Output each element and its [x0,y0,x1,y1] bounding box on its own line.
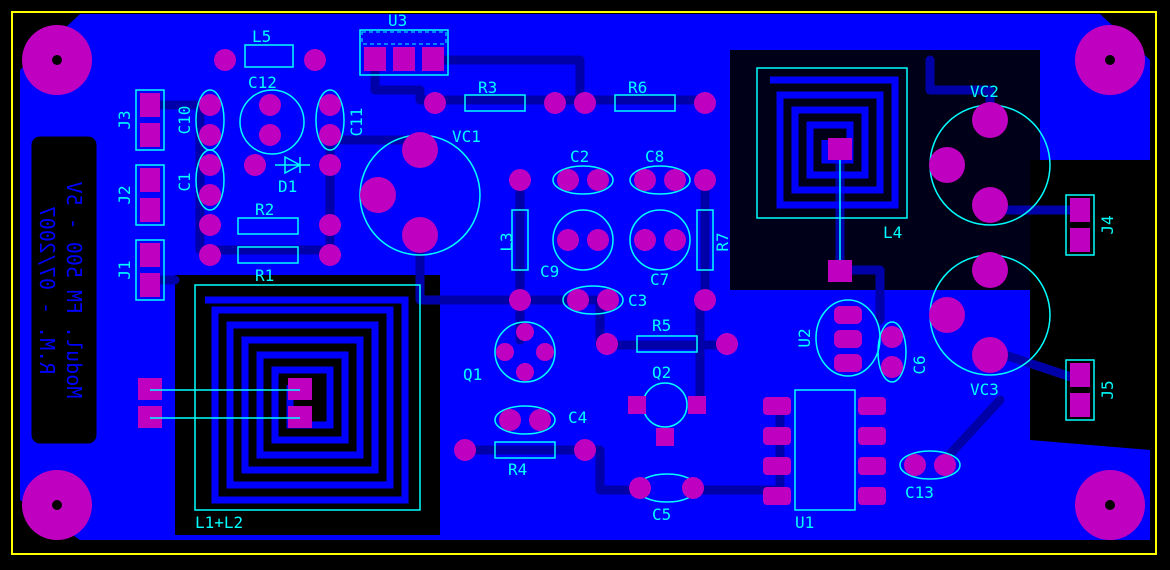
label-c13: C13 [905,483,934,502]
label-r5: R5 [652,316,671,335]
semiconductors [244,154,886,511]
label-c12: C12 [248,73,277,92]
label-r7: R7 [713,232,732,251]
resistors [199,44,738,461]
label-u2: U2 [795,328,814,347]
note-line-1: Modul. FM 500 - 5V [62,182,86,399]
component-labels: L5 U3 C12 R3 R6 VC1 VC2 C2 C8 D1 R2 R1 C… [115,11,1117,532]
mounting-holes [22,25,1145,540]
label-vc2: VC2 [970,82,999,101]
label-r1: R1 [255,266,274,285]
label-r2: R2 [255,200,274,219]
label-c1: C1 [175,172,194,191]
label-j4: J4 [1098,215,1117,234]
coil-l1-l2 [138,284,421,511]
trimmers [359,102,1051,376]
label-c5: C5 [652,505,671,524]
coil-l4 [756,67,908,282]
label-u3: U3 [388,11,407,30]
label-c10: C10 [175,106,194,135]
label-j2: J2 [115,185,134,204]
label-c3: C3 [628,291,647,310]
note-box [28,133,100,447]
label-j3: J3 [115,110,134,129]
label-vc1: VC1 [452,127,481,146]
label-c7: C7 [650,270,669,289]
label-q1: Q1 [463,365,482,384]
label-r6: R6 [628,78,647,97]
label-c9: C9 [540,262,559,281]
label-r4: R4 [508,460,527,479]
label-r3: R3 [478,78,497,97]
label-c4: C4 [568,408,587,427]
label-vc3: VC3 [970,380,999,399]
label-d1: D1 [278,177,297,196]
label-c2: C2 [570,147,589,166]
label-l1-l2: L1+L2 [195,513,243,532]
label-l3: L3 [497,232,516,251]
clearance-l1l2 [175,275,440,535]
label-j1: J1 [115,260,134,279]
board-outline [11,11,1157,555]
capacitors [195,89,961,503]
note-line-2: R.M. - 07/2007 [35,206,59,375]
board-notes: Modul. FM 500 - 5V R.M. - 07/2007 [35,182,86,399]
label-c8: C8 [645,147,664,166]
label-u1: U1 [795,513,814,532]
label-j5: J5 [1098,380,1117,399]
label-q2: Q2 [652,363,671,382]
label-c11: C11 [347,108,366,137]
label-l4: L4 [883,223,902,242]
label-l5: L5 [252,27,271,46]
label-c6: C6 [910,355,929,374]
connectors [135,29,1095,421]
